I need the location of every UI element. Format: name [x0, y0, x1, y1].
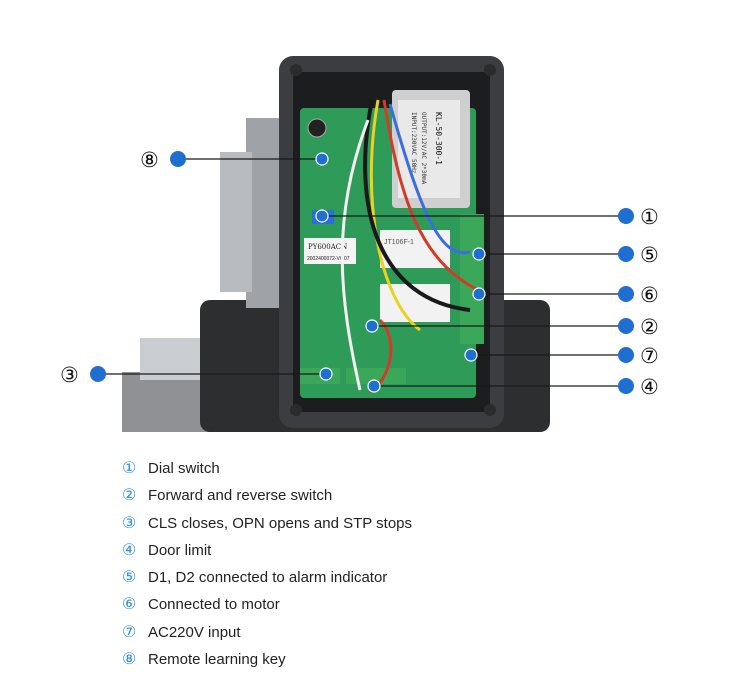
- legend-text: Connected to motor: [148, 596, 280, 614]
- capacitor: [307, 118, 327, 138]
- target-marker-2: [365, 319, 379, 333]
- callout-dot-7: [618, 347, 634, 363]
- gear-rack: [140, 338, 200, 380]
- target-marker-1: [315, 209, 329, 223]
- product-photo: INPUT:230VAC 50Hz OUTPUT:12V/AC 2*30mA K…: [60, 56, 659, 432]
- callout-label-3: ③: [60, 363, 79, 387]
- wire: [363, 99, 471, 312]
- callout-label-1: ①: [640, 205, 659, 229]
- terminal-block: [346, 368, 406, 384]
- legend-number: ⑤: [122, 569, 137, 587]
- target-marker-4: [367, 379, 381, 393]
- legend-number: ②: [122, 487, 137, 505]
- enclosure-screw: [290, 64, 302, 76]
- legend-list: ① Dial switch ② Forward and reverse switch…: [122, 455, 412, 673]
- wire: [388, 103, 471, 255]
- board-code: 2002400072-V6.07: [307, 256, 350, 262]
- legend-item: ① Dial switch: [122, 455, 412, 482]
- callout-label-2: ②: [640, 315, 659, 339]
- callout-dots: [90, 151, 634, 394]
- callout-dot-3: [90, 366, 106, 382]
- limit-bracket: [220, 152, 252, 292]
- wire: [340, 119, 370, 391]
- legend-item: ⑧ Remote learning key: [122, 646, 412, 673]
- legend-number: ⑥: [122, 596, 137, 614]
- board-model: PY600ACN: [308, 243, 347, 251]
- transformer-label: [398, 100, 460, 198]
- callout-label-4: ④: [640, 375, 659, 399]
- transformer-text-line: KL-50-300-1: [434, 112, 443, 165]
- transformer-text-line: OUTPUT:12V/AC 2*30mA: [420, 112, 427, 185]
- target-marker-6: [472, 287, 486, 301]
- legend-item: ② Forward and reverse switch: [122, 482, 412, 509]
- legend-number: ①: [122, 460, 137, 477]
- mcu-sticker: [304, 238, 356, 264]
- callout-dot-2: [618, 318, 634, 334]
- target-marker-5: [472, 247, 486, 261]
- legend-number: ③: [122, 514, 137, 532]
- callout-dot-6: [618, 286, 634, 302]
- legend-number: ⑦: [122, 623, 137, 641]
- callout-label-8: ⑧: [140, 148, 159, 172]
- legend-text: Dial switch: [148, 460, 220, 477]
- target-marker-7: [464, 348, 478, 362]
- legend-text: Remote learning key: [148, 651, 286, 669]
- controller-illustration: INPUT:230VAC 50Hz OUTPUT:12V/AC 2*30mA K…: [60, 56, 659, 432]
- wire: [382, 99, 479, 292]
- callout-dot-4: [618, 378, 634, 394]
- terminal-block: [460, 214, 484, 344]
- legend-text: CLS closes, OPN opens and STP stops: [148, 514, 413, 532]
- callout-dot-8: [170, 151, 186, 167]
- callout-label-6: ⑥: [640, 283, 659, 307]
- enclosure-screw: [290, 404, 302, 416]
- legend-item: ⑤ D1, D2 connected to alarm indicator: [122, 564, 412, 591]
- legend-number: ④: [122, 541, 137, 559]
- legend-text: AC220V input: [148, 623, 241, 641]
- transformer-text: INPUT:230VAC 50Hz OUTPUT:12V/AC 2*30mA K…: [410, 112, 443, 185]
- legend-number: ⑧: [122, 651, 137, 669]
- legend-text: D1, D2 connected to alarm indicator: [148, 569, 388, 587]
- legend-text: Forward and reverse switch: [148, 487, 333, 505]
- target-markers: [315, 152, 486, 393]
- legend-item: ⑦ AC220V input: [122, 619, 412, 646]
- transformer-text-line: INPUT:230VAC 50Hz: [410, 112, 417, 174]
- enclosure-screw: [484, 404, 496, 416]
- enclosure-screw: [484, 64, 496, 76]
- legend-item: ④ Door limit: [122, 537, 412, 564]
- legend-text: Door limit: [148, 541, 212, 559]
- relay-label: JT106F-1: [384, 239, 414, 246]
- target-marker-8: [315, 152, 329, 166]
- callout-lines: [98, 158, 626, 387]
- legend-item: ③ CLS closes, OPN opens and STP stops: [122, 510, 412, 537]
- target-marker-3: [319, 367, 333, 381]
- callout-label-7: ⑦: [640, 344, 659, 368]
- callout-dot-5: [618, 246, 634, 262]
- legend-item: ⑥ Connected to motor: [122, 591, 412, 618]
- callout-dot-1: [618, 208, 634, 224]
- callout-label-5: ⑤: [640, 243, 659, 267]
